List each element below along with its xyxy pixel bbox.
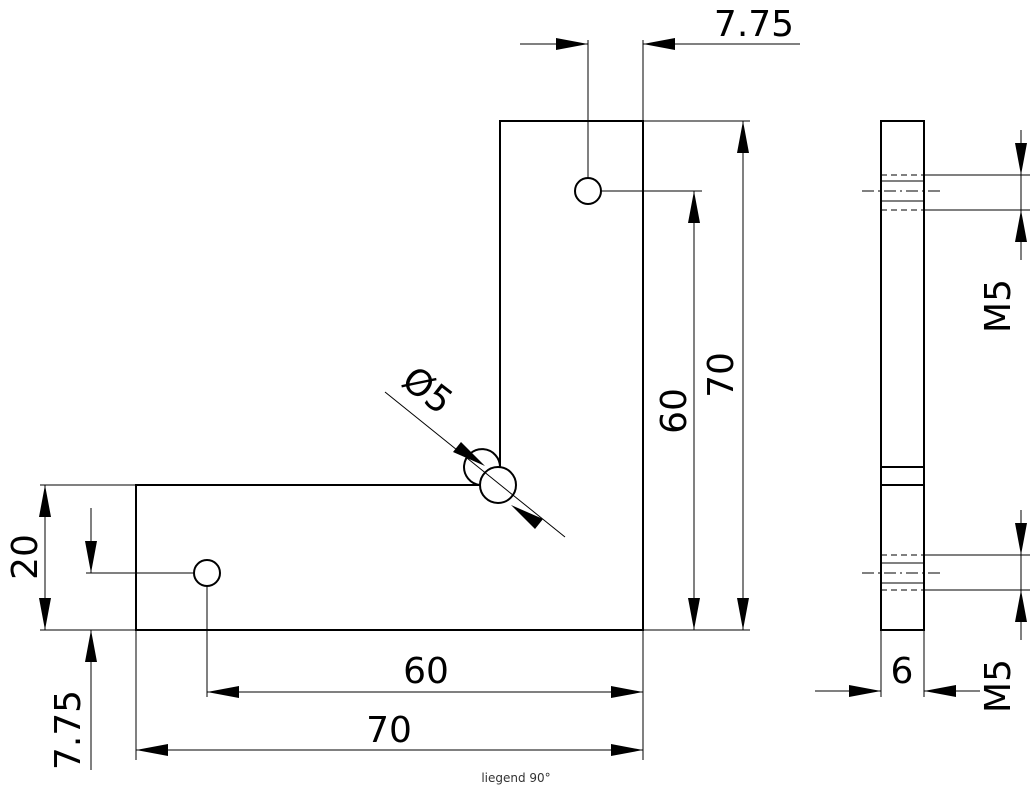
dim-height-inner: [601, 190, 702, 630]
dim-hole-offset-top-label: 7.75: [714, 4, 794, 45]
dim-thread-bottom-label: M5: [978, 659, 1019, 713]
dim-leg-width-label: 20: [5, 534, 46, 580]
dim-width-inner: [206, 586, 644, 760]
dim-height-outer-label: 70: [701, 352, 742, 398]
dim-width-outer-label: 70: [366, 710, 412, 751]
dim-thread-top-label: M5: [978, 279, 1019, 333]
dim-leg-width: [39, 484, 136, 631]
dim-height-inner-label: 60: [654, 388, 695, 434]
dim-thread-bottom: [924, 510, 1030, 640]
dim-height-outer: [643, 120, 750, 631]
dim-width-inner-label: 60: [403, 651, 449, 692]
dim-relief-diameter-label: Ø5: [394, 359, 460, 423]
dim-hole-offset-left-label: 7.75: [48, 690, 89, 770]
dim-thickness: [815, 630, 980, 697]
technical-drawing: 7.75 70 60 20 7.75 6: [5, 4, 1030, 770]
dim-thread-top: [924, 130, 1030, 260]
caption: liegend 90°: [481, 771, 551, 785]
dim-hole-offset-top: [520, 38, 800, 178]
bracket-outline: [135, 120, 644, 631]
left-hole: [193, 559, 221, 587]
side-view: [862, 120, 944, 631]
dim-thickness-label: 6: [891, 651, 914, 692]
top-hole: [574, 177, 602, 205]
dim-relief-diameter: [384, 391, 566, 538]
dim-width-outer: [135, 630, 643, 760]
relief-hole: [479, 466, 517, 504]
dim-hole-offset-left: [85, 508, 194, 770]
